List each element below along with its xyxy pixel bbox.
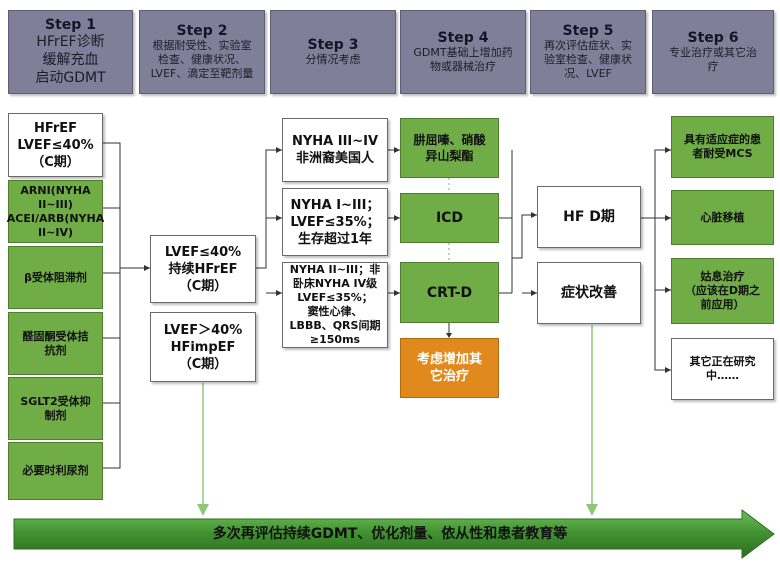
therapy-crt-d: CRT-D	[400, 262, 499, 323]
option-mcs: 具有适应症的患 者耐受MCS	[671, 116, 774, 178]
step-5-desc: 再次评估症状、实 验室检查、健康状 况、LVEF	[544, 39, 632, 80]
consider-other-therapy: 考虑增加其 它治疗	[400, 338, 499, 398]
drug-diuretic: 必要时利尿剂	[8, 442, 103, 500]
step-6-desc: 专业治疗或其它治 疗	[669, 46, 757, 73]
step-2-desc: 根据耐受性、实验室 检查、健康状况、 LVEF、滴定至靶剂量	[150, 39, 254, 80]
symptom-improvement-box: 症状改善	[537, 262, 641, 324]
step-5-header: Step 5 再次评估症状、实 验室检查、健康状 况、LVEF	[530, 10, 646, 94]
step-3-header: Step 3 分情况考虑	[270, 10, 396, 94]
therapy-icd: ICD	[400, 193, 499, 243]
step-2-header: Step 2 根据耐受性、实验室 检查、健康状况、 LVEF、滴定至靶剂量	[139, 10, 265, 94]
step-3-desc: 分情况考虑	[305, 53, 361, 66]
reassess-banner-text: 多次再评估持续GDMT、优化剂量、依从性和患者教育等	[212, 526, 568, 542]
step-2-title: Step 2	[176, 23, 228, 39]
therapy-hydralazine-isdn: 肼屈嗪、硝酸 异山梨酯	[400, 118, 499, 178]
hfimpef-box: LVEF＞40% HFimpEF （C期）	[150, 312, 256, 382]
step-4-header: Step 4 GDMT基础上增加药 物或器械治疗	[400, 10, 526, 94]
step-1-title: Step 1	[45, 17, 96, 33]
option-heart-transplant: 心脏移植	[671, 190, 774, 245]
step-3-title: Step 3	[307, 37, 359, 53]
hfref-diagnosis-box: HFrEF LVEF≤40% （C期）	[8, 113, 103, 177]
condition-crt-criteria: NYHA II~III；非 卧床NYHA IV级 LVEF≤35%； 窦性心律、…	[282, 262, 388, 348]
step-4-desc: GDMT基础上增加药 物或器械治疗	[413, 46, 513, 73]
condition-nyha3-4-african-american: NYHA III~IV 非洲裔美国人	[282, 118, 388, 182]
step-1-desc: HFrEF诊断 缓解充血 启动GDMT	[35, 34, 106, 86]
step-6-title: Step 6	[687, 30, 739, 46]
drug-arni-acei-arb: ARNI(NYHA II~III) ACEI/ARB(NYHA II~IV)	[7, 180, 104, 243]
step-5-title: Step 5	[562, 23, 614, 39]
step-1-header: Step 1 HFrEF诊断 缓解充血 启动GDMT	[8, 10, 133, 94]
hf-stage-d-box: HF D期	[537, 186, 641, 248]
reassess-banner-arrow	[13, 509, 775, 559]
drug-aldosterone-antagonist: 醛固酮受体拮 抗剂	[8, 312, 103, 375]
option-under-research: 其它正在研究 中……	[671, 338, 774, 400]
step-6-header: Step 6 专业治疗或其它治 疗	[652, 10, 774, 94]
option-palliative-care: 姑息治疗 （应该在D期之 前应用）	[671, 258, 774, 324]
drug-sglt2-inhibitor: SGLT2受体抑 制剂	[8, 377, 103, 440]
persistent-hfref-box: LVEF≤40% 持续HFrEF （C期）	[150, 235, 256, 303]
condition-icd-criteria: NYHA I~III； LVEF≤35%； 生存超过1年	[282, 188, 388, 256]
drug-beta-blocker: β受体阻滞剂	[8, 246, 103, 309]
step-4-title: Step 4	[437, 30, 489, 46]
